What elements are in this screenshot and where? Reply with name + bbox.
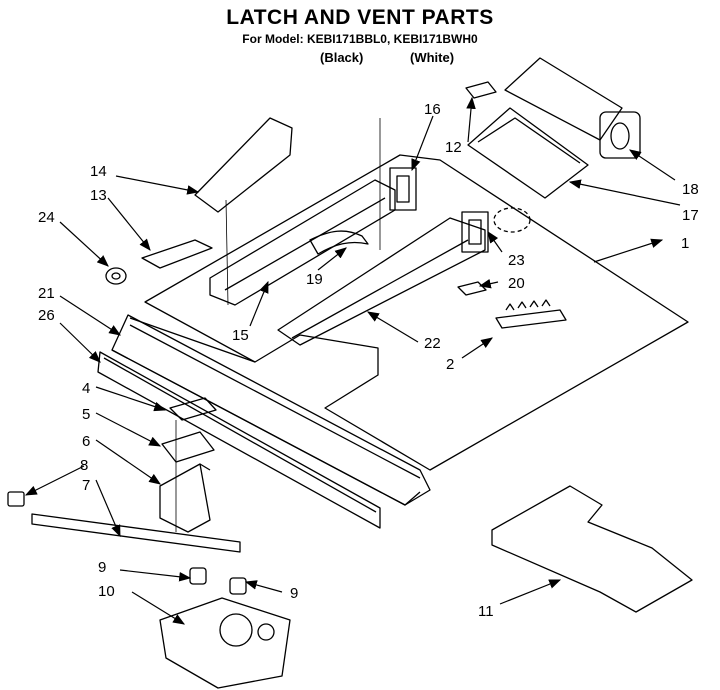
callout-labels: 1 2 4 5 6 8 7 9 9 10 11 12 13 14 15 16 1… (38, 101, 699, 620)
latch-switch-part (169, 397, 217, 421)
callout-6: 6 (82, 433, 90, 450)
callout-2: 2 (446, 356, 454, 373)
switch-insulator-part (161, 431, 215, 463)
spacer-right-part (229, 577, 247, 595)
callout-18: 18 (682, 181, 699, 198)
callout-20: 20 (508, 275, 525, 292)
spacer-left-part (189, 567, 207, 585)
callout-13: 13 (90, 187, 107, 204)
motor-bracket-part (467, 107, 589, 199)
callout-8: 8 (80, 457, 88, 474)
nut-part (105, 267, 127, 285)
variant-white-label: (White) (410, 50, 455, 65)
callout-14: 14 (90, 163, 107, 180)
latch-link-rod-part (31, 513, 241, 553)
callout-11: 11 (478, 603, 494, 620)
diagram-title: LATCH AND VENT PARTS (226, 6, 494, 29)
lower-rail-part (97, 351, 381, 529)
callout-7: 7 (82, 477, 90, 494)
callout-26: 26 (38, 307, 55, 324)
callout-12: 12 (445, 139, 462, 156)
callout-16: 16 (424, 101, 441, 118)
callout-22: 22 (424, 335, 441, 352)
callout-4: 4 (82, 380, 90, 397)
callout-17: 17 (682, 207, 699, 224)
bottom-plate-part (491, 485, 693, 613)
vent-duct-right-part (277, 217, 486, 346)
latch-knob-part (7, 491, 25, 507)
bracket-clip-part (465, 81, 497, 99)
terminal-block-part (495, 299, 567, 329)
vent-motor-part (504, 57, 641, 159)
front-rail-part (111, 314, 431, 506)
vent-opening (493, 207, 531, 233)
callout-9a: 9 (98, 559, 106, 576)
leader-lines (24, 96, 681, 625)
vent-bracket-part (141, 239, 213, 269)
variant-black-label: (Black) (320, 50, 364, 65)
model-subtitle: For Model: KEBI171BBL0, KEBI171BWH0 (242, 32, 478, 46)
callout-15: 15 (232, 327, 249, 344)
latch-assembly-part (159, 597, 291, 689)
callout-5: 5 (82, 406, 90, 423)
top-panel-part (129, 154, 689, 471)
callout-19: 19 (306, 271, 323, 288)
callout-1: 1 (681, 235, 689, 252)
callout-24: 24 (38, 209, 55, 226)
gasket-lower-part (461, 211, 489, 253)
switch-cover-part (159, 463, 211, 533)
callout-23: 23 (508, 252, 525, 269)
callout-21: 21 (38, 285, 55, 302)
callout-9b: 9 (290, 585, 298, 602)
vent-tube-part (309, 230, 369, 255)
spring-clip-part (457, 281, 487, 296)
callout-10: 10 (98, 583, 115, 600)
gasket-upper-part (389, 167, 417, 211)
vent-cover-part (194, 117, 293, 213)
